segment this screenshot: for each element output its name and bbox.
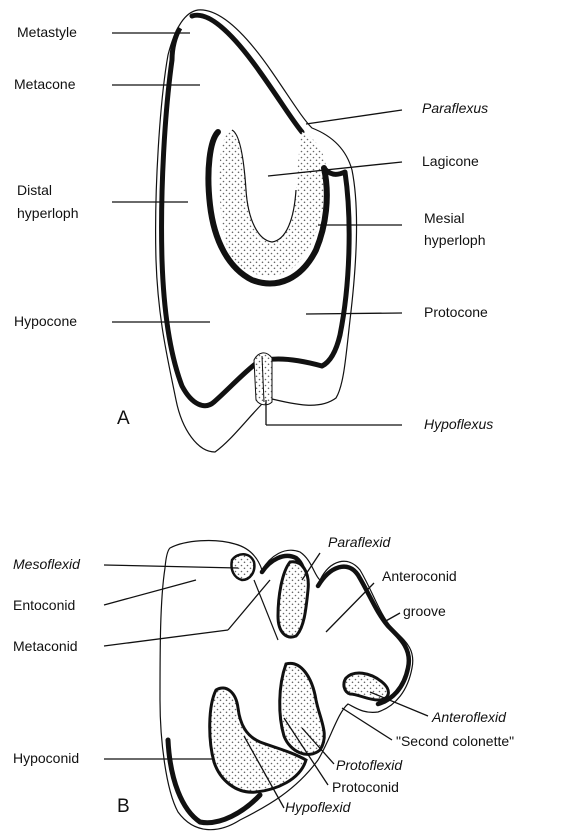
label-hypocone: Hypocone [14,313,77,330]
label-hypoflexus: Hypoflexus [424,416,493,433]
label-protoconid: Protoconid [332,779,399,796]
label-metastyle: Metastyle [17,24,77,41]
label-hypoconid: Hypoconid [13,750,79,767]
paraflexid-fill [278,562,308,637]
label-anteroconid: Anteroconid [382,568,457,585]
label-groove: groove [403,603,446,620]
label-mesial-hyperloph-line2: hyperloph [424,232,486,249]
protoflexid-fill [280,663,325,754]
upper-molar-drawing [156,10,357,452]
label-metaconid: Metaconid [13,638,78,655]
label-paraflexus: Paraflexus [422,100,488,117]
label-protocone: Protocone [424,304,488,321]
label-distal-hyperloph-line2: hyperloph [17,205,79,222]
label-second-colonette: "Second colonette" [396,733,514,750]
label-lagicone: Lagicone [422,153,479,170]
panel-letter-a: A [117,408,130,430]
label-paraflexid: Paraflexid [328,534,390,551]
mesoflexid-fill [231,554,254,580]
label-entoconid: Entoconid [13,597,75,614]
panel-letter-b: B [117,796,130,818]
label-mesial-hyperloph-line1: Mesial [424,210,464,227]
label-metacone: Metacone [14,76,75,93]
anteroflexid-fill [344,673,388,700]
label-protoflexid: Protoflexid [336,757,402,774]
label-hypoflexid: Hypoflexid [285,799,350,816]
label-anteroflexid: Anteroflexid [432,709,506,726]
label-distal-hyperloph-line1: Distal [17,182,52,199]
label-mesoflexid: Mesoflexid [13,556,80,573]
metaconid-enamel [254,580,278,640]
